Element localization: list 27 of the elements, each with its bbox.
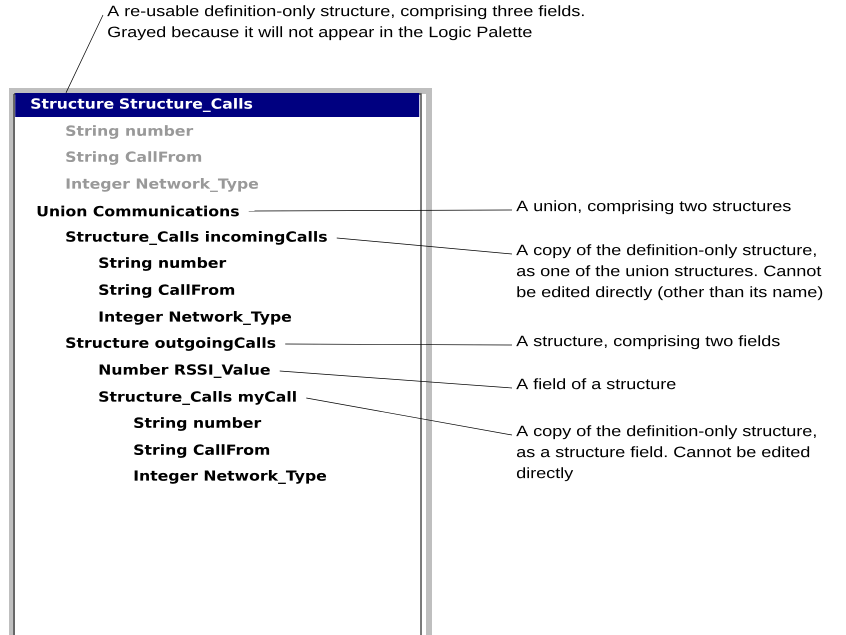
selected-tree-item: Structure Structure_Calls — [15, 93, 420, 117]
leader-line — [279, 370, 512, 388]
callout-text: A field of a structure — [516, 378, 676, 390]
tree-item: Integer Network_Type — [100, 311, 292, 325]
tree-item: Integer Network_Type — [134, 470, 326, 484]
callout-text: A union, comprising two structures — [516, 200, 791, 214]
leader-line — [284, 344, 512, 346]
tree-item: String CallFrom — [134, 444, 270, 458]
leader-line — [248, 210, 512, 212]
callout-text: A re-usable definition-only structure, comprising three fields. Grayed because it will not appear in the Logic Palette — [107, 5, 584, 40]
callout-text: A copy of the definition-only structure, as one of the union structures. Cannot be edited directly (other than its name) — [516, 244, 822, 300]
leader-line — [66, 14, 104, 94]
callout-text: A structure, comprising two fields — [516, 335, 780, 350]
tree-item: String CallFrom — [99, 284, 234, 298]
tree-item: Integer Network_Type — [66, 178, 258, 192]
leader-line — [336, 238, 512, 254]
tree-item: String number — [134, 417, 262, 431]
leader-line — [306, 398, 512, 436]
tree-item: String number — [66, 125, 194, 139]
tree-item: Number RSSI_Value — [100, 364, 270, 378]
tree-item: String number — [99, 257, 226, 271]
tree-item: String CallFrom — [66, 151, 202, 165]
tree-item: Structure_Calls myCall — [99, 391, 296, 405]
tree-item: Union Communications — [38, 206, 239, 216]
tree-item: Structure outgoingCalls — [66, 337, 276, 351]
tree-item: Structure_Calls incomingCalls — [66, 231, 327, 245]
callout-text: A copy of the definition-only structure, as a structure field. Cannot be edited directly — [516, 425, 816, 482]
